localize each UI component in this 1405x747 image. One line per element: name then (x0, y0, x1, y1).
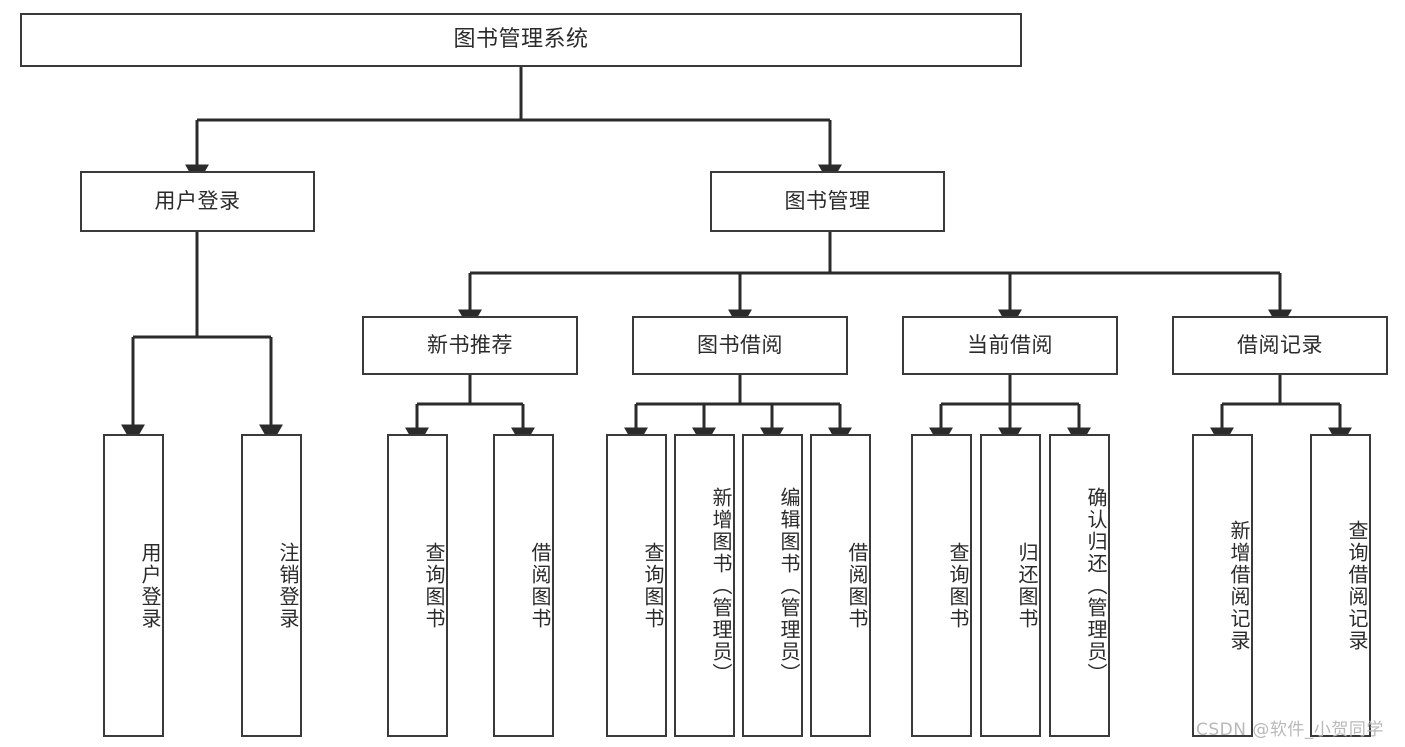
node-label: 借阅图书 (528, 541, 552, 630)
node-book-borrow[interactable]: 图书借阅 (632, 316, 848, 375)
leaf-user-login[interactable]: 用户登录 (103, 434, 164, 737)
node-label: 图书借阅 (697, 332, 783, 357)
node-label: 查询图书 (422, 541, 446, 630)
node-root-book-management-system[interactable]: 图书管理系统 (20, 13, 1022, 67)
watermark-text: CSDN @软件_小贺同学 (1196, 720, 1384, 740)
node-label: 归还图书 (1015, 541, 1039, 630)
node-label: 编辑图书（管理员） (777, 486, 801, 685)
node-label: 图书管理系统 (453, 26, 589, 52)
leaf-return-book[interactable]: 归还图书 (980, 434, 1041, 737)
node-label: 新增图书（管理员） (709, 486, 733, 685)
node-label: 查询借阅记录 (1345, 519, 1369, 652)
node-user-login[interactable]: 用户登录 (80, 171, 315, 232)
leaf-borrow-book-1[interactable]: 借阅图书 (493, 434, 554, 737)
node-borrow-record[interactable]: 借阅记录 (1172, 316, 1388, 375)
leaf-add-record[interactable]: 新增借阅记录 (1192, 434, 1253, 737)
leaf-add-book[interactable]: 新增图书（管理员） (674, 434, 735, 737)
node-label: 新增借阅记录 (1227, 519, 1251, 652)
node-label: 用户登录 (138, 541, 162, 630)
leaf-logout-login[interactable]: 注销登录 (241, 434, 302, 737)
node-current-borrow[interactable]: 当前借阅 (902, 316, 1118, 375)
node-label: 确认归还（管理员） (1084, 486, 1108, 685)
leaf-borrow-book-2[interactable]: 借阅图书 (810, 434, 871, 737)
node-book-management[interactable]: 图书管理 (710, 171, 945, 232)
node-label: 查询图书 (641, 541, 665, 630)
leaf-query-book-3[interactable]: 查询图书 (911, 434, 972, 737)
node-label: 用户登录 (154, 188, 241, 213)
node-label: 借阅记录 (1237, 332, 1323, 357)
leaf-query-record[interactable]: 查询借阅记录 (1310, 434, 1371, 737)
leaf-query-book-1[interactable]: 查询图书 (387, 434, 448, 737)
node-label: 新书推荐 (427, 332, 513, 357)
node-new-book-recommend[interactable]: 新书推荐 (362, 316, 578, 375)
node-label: 注销登录 (276, 541, 300, 630)
leaf-query-book-2[interactable]: 查询图书 (606, 434, 667, 737)
leaf-edit-book[interactable]: 编辑图书（管理员） (742, 434, 803, 737)
node-label: 借阅图书 (845, 541, 869, 630)
node-label: 当前借阅 (967, 332, 1053, 357)
leaf-confirm-return[interactable]: 确认归还（管理员） (1049, 434, 1110, 737)
node-label: 图书管理 (784, 188, 871, 213)
node-label: 查询图书 (946, 541, 970, 630)
